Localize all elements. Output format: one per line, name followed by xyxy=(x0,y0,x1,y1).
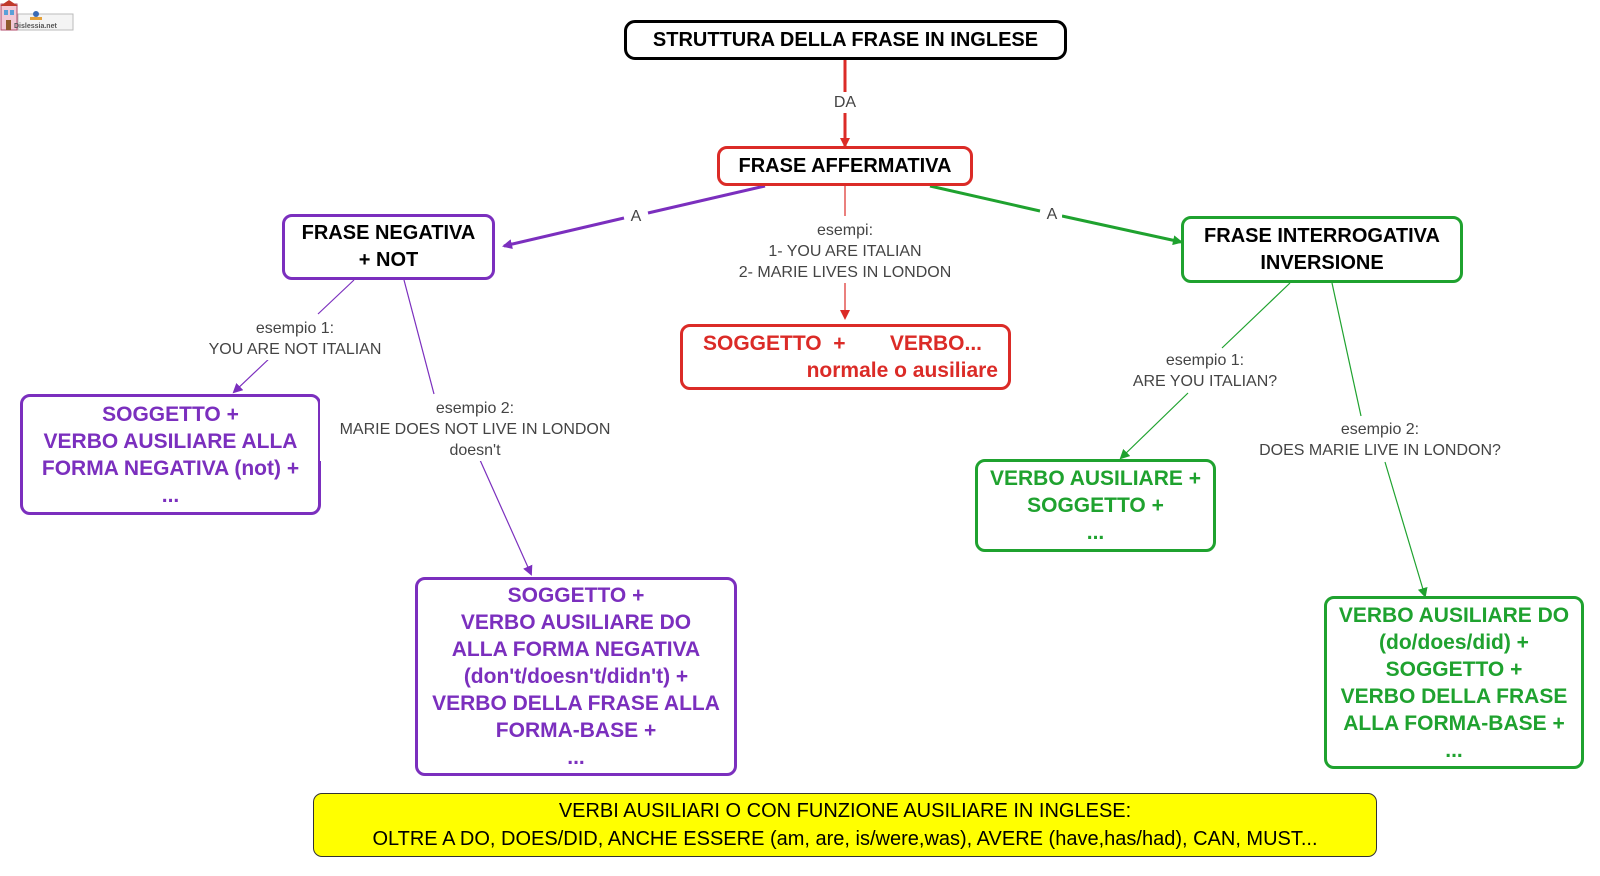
edge-negativa-example1 xyxy=(317,279,355,315)
affermativa-examples: esempi: 1- YOU ARE ITALIAN 2- MARIE LIVE… xyxy=(710,220,980,283)
negativa-example1: esempio 1: YOU ARE NOT ITALIAN xyxy=(190,318,400,360)
edge-affermativa-negativa xyxy=(647,184,766,215)
note-line-1: VERBI AUSILIARI O CON FUNZIONE AUSILIARE… xyxy=(558,800,1132,822)
negativa-node: FRASE NEGATIVA + NOT xyxy=(282,214,495,280)
edge-affermativa-negativa-head xyxy=(502,216,625,250)
root-node: STRUTTURA DELLA FRASE IN INGLESE xyxy=(624,20,1067,60)
edge-int-example2-result2 xyxy=(1384,461,1428,598)
negativa-result1-node: SOGGETTO + VERBO AUSILIARE ALLA FORMA NE… xyxy=(20,394,321,515)
interrogativa-result1-node: VERBO AUSILIARE + SOGGETTO + ... xyxy=(975,459,1216,552)
affermativa-node: FRASE AFFERMATIVA xyxy=(717,146,973,186)
interrogativa-example1: esempio 1: ARE YOU ITALIAN? xyxy=(1110,350,1300,392)
affermativa-result-node: SOGGETTO + VERBO... normale o ausiliare xyxy=(680,324,1011,390)
edge-interrogativa-example1 xyxy=(1221,282,1291,349)
soggetto-label: SOGGETTO + xyxy=(703,332,846,355)
negativa-result2-node: SOGGETTO + VERBO AUSILIARE DO ALLA FORMA… xyxy=(415,577,737,776)
verbo-label: VERBO... xyxy=(889,332,982,355)
interrogativa-node: FRASE INTERROGATIVA INVERSIONE xyxy=(1181,216,1463,283)
edge-label-da: DA xyxy=(831,92,859,113)
interrogativa-result2-node: VERBO AUSILIARE DO (do/does/did) + SOGGE… xyxy=(1324,596,1584,769)
logo-text: Dislessia.net xyxy=(14,23,57,30)
dislessia-logo: Dislessia.net xyxy=(0,0,74,33)
note-line-2: OLTRE A DO, DOES/DID, ANCHE ESSERE (am, … xyxy=(372,828,1318,850)
root-title: STRUTTURA DELLA FRASE IN INGLESE xyxy=(652,28,1039,51)
negativa-example2: esempio 2: MARIE DOES NOT LIVE IN LONDON… xyxy=(320,398,630,461)
interrogativa-example2: esempio 2: DOES MARIE LIVE IN LONDON? xyxy=(1240,419,1520,461)
edge-affermativa-interrogativa xyxy=(929,184,1041,213)
auxiliary-verbs-note: VERBI AUSILIARI O CON FUNZIONE AUSILIARE… xyxy=(313,793,1377,857)
edge-example1-result1 xyxy=(232,355,273,394)
edge-interrogativa-example2 xyxy=(1331,282,1362,417)
edge-int-example1-result1 xyxy=(1119,392,1189,460)
edge-negativa-example2 xyxy=(403,279,435,395)
edge-label-a-interrogativa: A xyxy=(1042,204,1062,225)
affermativa-title: FRASE AFFERMATIVA xyxy=(738,154,952,177)
edge-example2-result2 xyxy=(479,459,533,576)
edge-label-a-negativa: A xyxy=(626,206,646,227)
normale-o-ausiliare: normale o ausiliare xyxy=(806,359,998,382)
edge-affermativa-interrogativa-head xyxy=(1061,214,1183,246)
house-logo-icon xyxy=(0,0,74,31)
